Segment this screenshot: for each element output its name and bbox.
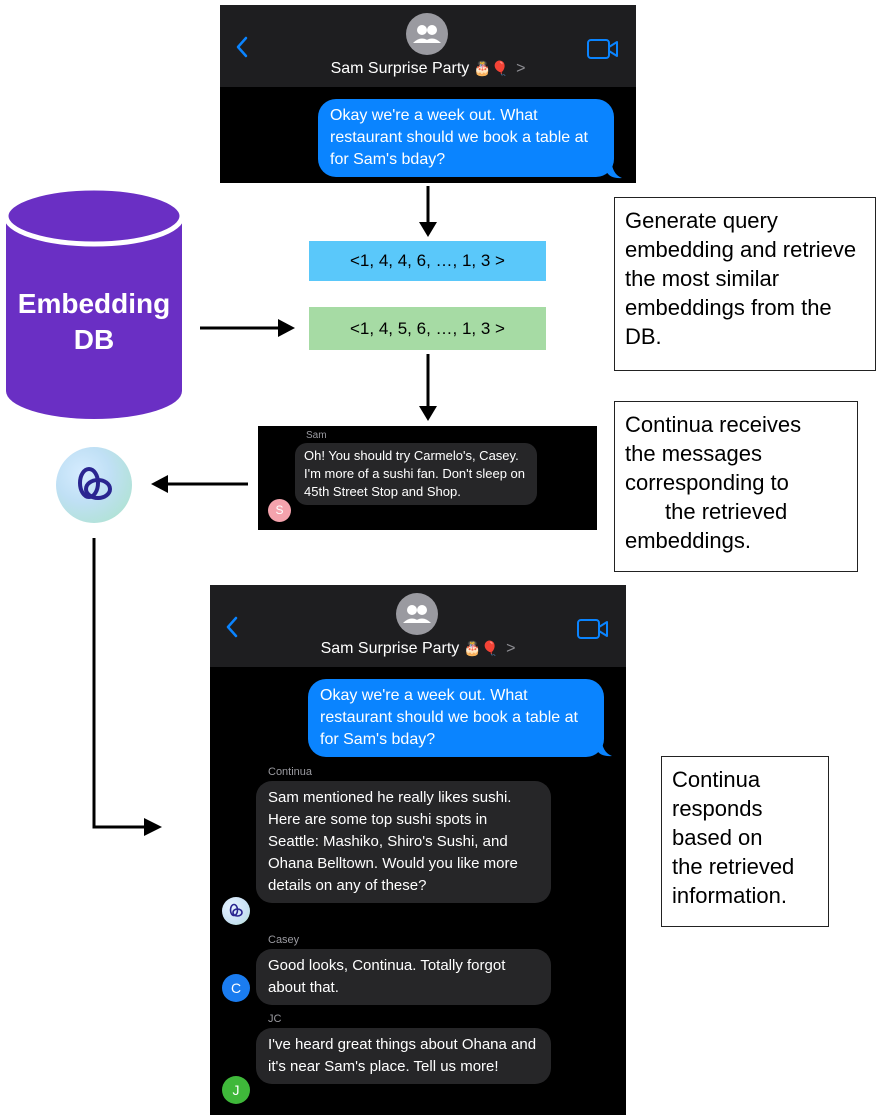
chevron-right-icon: > (516, 60, 526, 77)
back-chevron-icon[interactable] (234, 35, 250, 59)
back-chevron-icon[interactable] (224, 615, 240, 639)
top-chat-screenshot: Sam Surprise Party 🎂🎈 > Okay we're a wee… (220, 5, 636, 183)
query-embedding: <1, 4, 4, 6, …, 1, 3 > (309, 241, 546, 281)
incoming-message-bubble: I've heard great things about Ohana and … (256, 1028, 551, 1084)
db-label-line1: Embedding (17, 288, 171, 319)
chat-title-text: Sam Surprise Party (320, 640, 460, 657)
note-line: Continua receives (625, 412, 802, 437)
note-continua-responds: Continua responds based on the retrieved… (661, 756, 829, 927)
chat-title-text: Sam Surprise Party (330, 60, 470, 77)
arrow-elbow (92, 538, 162, 836)
note-line: information. (672, 883, 787, 908)
note-generate-query: Generate query embedding and retrieve th… (614, 197, 876, 371)
chat-title-emoji: 🎂🎈 (463, 640, 499, 656)
note-line: the messages (625, 441, 762, 466)
incoming-message-bubble: Sam mentioned he really likes sushi. Her… (256, 781, 551, 903)
chat-title[interactable]: Sam Surprise Party 🎂🎈 > (220, 60, 636, 78)
continua-logo-icon (56, 447, 132, 523)
note-line: Continua (672, 767, 761, 792)
chevron-right-icon: > (506, 640, 516, 657)
db-label-line2: DB (73, 324, 115, 355)
database-icon (3, 186, 185, 419)
retrieved-message-screenshot: Sam Oh! You should try Carmelo's, Casey.… (258, 426, 597, 530)
outgoing-message-bubble: Okay we're a week out. What restaurant s… (308, 679, 604, 757)
avatar-jc: J (222, 1076, 250, 1104)
bubble-tail (606, 165, 622, 179)
video-call-icon[interactable] (576, 618, 610, 640)
avatar-casey: C (222, 974, 250, 1002)
avatar-continua-icon (222, 897, 250, 925)
chat-header: Sam Surprise Party 🎂🎈 > (210, 585, 626, 667)
group-avatar-icon[interactable] (396, 593, 438, 635)
sender-name: JC (268, 1013, 282, 1025)
incoming-message-bubble: Good looks, Continua. Totally forgot abo… (256, 949, 551, 1005)
bottom-chat-screenshot: Sam Surprise Party 🎂🎈 > Okay we're a wee… (210, 585, 626, 1115)
bubble-tail (596, 743, 612, 757)
sender-name: Sam (306, 430, 327, 441)
arrow-down-1 (419, 186, 437, 237)
sender-name: Casey (268, 934, 300, 946)
note-line: the retrieved (665, 499, 788, 524)
arrow-left-logo (151, 475, 248, 493)
sender-name: Continua (268, 766, 313, 778)
avatar-sam: S (268, 499, 291, 522)
note-continua-receives: Continua receives the messages correspon… (614, 401, 858, 572)
note-line: the retrieved (672, 854, 795, 879)
outgoing-message-bubble: Okay we're a week out. What restaurant s… (318, 99, 614, 177)
note-line: based on (672, 825, 763, 850)
chat-title-emoji: 🎂🎈 (473, 60, 509, 76)
arrow-down-2 (419, 354, 437, 421)
retrieved-embedding: <1, 4, 5, 6, …, 1, 3 > (309, 307, 546, 350)
chat-title[interactable]: Sam Surprise Party 🎂🎈 > (210, 640, 626, 658)
group-avatar-icon[interactable] (406, 13, 448, 55)
incoming-message-bubble: Oh! You should try Carmelo's, Casey. I'm… (295, 443, 537, 505)
video-call-icon[interactable] (586, 38, 620, 60)
chat-header: Sam Surprise Party 🎂🎈 > (220, 5, 636, 87)
arrow-right-db (200, 319, 295, 337)
note-line: corresponding to (625, 470, 789, 495)
note-line: embeddings. (625, 528, 751, 553)
note-line: responds (672, 796, 763, 821)
